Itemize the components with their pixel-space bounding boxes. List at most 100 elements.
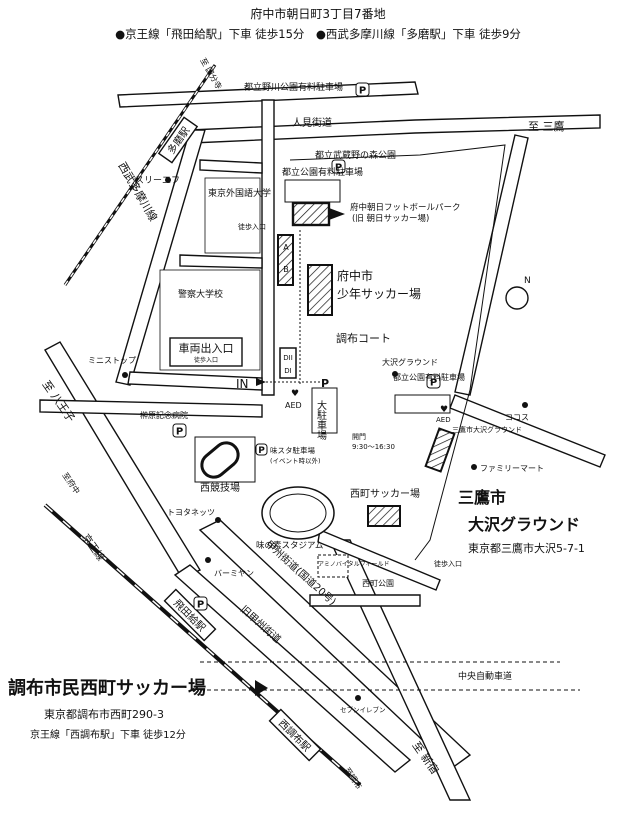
north-compass-icon: N <box>505 276 531 310</box>
seven-dot <box>355 695 361 701</box>
vehicle-gate-sublabel: 徒歩入口 <box>194 356 218 364</box>
ajinomoto-stadium <box>261 486 335 540</box>
label-keio-group: 京王線 <box>80 531 108 563</box>
label-chofu-address: 東京都調布市西町290-3 <box>44 707 164 721</box>
road-nishimachi <box>309 594 421 607</box>
access-line: ●京王線「飛田給駅」下車 徒歩15分 ●西武多摩川線「多磨駅」下車 徒歩9分 <box>115 27 521 41</box>
label-nogawa-parking: 都立野川公園有料駐車場 <box>244 81 343 93</box>
vehicle-gate-label: 車両出入口 <box>179 341 234 355</box>
cocos-dot <box>522 402 528 408</box>
label-big-parking-group: 大駐車場 <box>315 399 327 441</box>
ministop-dot <box>122 372 128 378</box>
aed-heart-icon-2: ♥ <box>440 405 448 415</box>
court-d2-label: DII <box>283 354 293 362</box>
park-parking-lot <box>284 179 341 203</box>
label-police-academy: 警察大学校 <box>178 288 223 300</box>
label-aed2: AED <box>436 416 451 424</box>
label-keio-line: 京王線 <box>80 531 108 563</box>
road-osawa-right <box>449 394 606 468</box>
osawa-parking-lot <box>394 394 451 414</box>
label-to-chofu: 至調布 <box>342 765 364 790</box>
seibu-line-track <box>63 64 217 286</box>
court-d1-label: DI <box>284 367 291 375</box>
sleef-dot <box>165 177 171 183</box>
aed-heart-icon: ♥ <box>291 389 299 399</box>
parking-icon-park: P <box>331 159 346 174</box>
nishimachi-soccer-field <box>367 505 401 527</box>
label-toho-entrance2: 徒歩入口 <box>434 559 462 568</box>
label-park-parking: 都立公園有料駐車場 <box>282 166 363 178</box>
road-sakakibara <box>39 399 263 418</box>
in-arrow <box>256 378 266 386</box>
label-shonen-1: 府中市 <box>337 268 373 283</box>
label-park-parking2: 都立公園有料駐車場 <box>393 372 465 382</box>
label-football-park-1: 府中朝日フットボールパーク <box>350 202 461 213</box>
label-seibu-line: 西武多摩川線 <box>115 160 160 224</box>
park-boundary <box>289 144 506 561</box>
bamiyan-dot <box>205 557 211 563</box>
label-ajista-parking: 味スタ駐車場 <box>270 445 315 455</box>
label-seibu-group: 西武多摩川線 <box>115 160 160 224</box>
parking-icon-ajista: P <box>255 443 268 456</box>
svg-text:P: P <box>197 600 204 611</box>
label-seven: セブンイレブン <box>340 705 386 714</box>
road-to-gate <box>127 371 263 391</box>
chofu-court <box>279 347 297 379</box>
field-a-label: A <box>283 243 289 252</box>
label-bamiyan: バーミヤン <box>214 569 254 578</box>
label-to-fuchu-group: 至府中 <box>60 470 82 495</box>
svg-text:P: P <box>359 86 366 97</box>
label-sleef: スリーエフ <box>135 176 180 186</box>
label-amino-field: アミノバイタルフィールド <box>318 560 390 568</box>
in-label: IN <box>236 377 249 391</box>
osawa-dot <box>392 371 398 377</box>
vehicle-gate-box <box>169 337 243 367</box>
label-football-park-2: (旧 朝日サッカー場) <box>352 213 429 224</box>
label-hitomi-kaido: 人見街道 <box>292 116 332 129</box>
label-mitaka-osawa-small: 三鷹市大沢グラウンド <box>452 425 522 434</box>
football-park-field <box>291 201 331 227</box>
top-road <box>117 81 419 108</box>
label-chofu-court: 調布コート <box>336 331 391 345</box>
chofu-pointer-icon <box>255 680 268 696</box>
label-osawa-ground: 大沢グラウンド <box>382 357 438 367</box>
label-aed: AED <box>285 401 302 410</box>
label-ajista-parking-sub: (イベント時以外) <box>270 456 321 465</box>
label-mitaka-big-1: 三鷹市 <box>458 488 506 507</box>
label-cocos: ココス <box>505 413 529 422</box>
koshu-kaido-road <box>198 519 472 769</box>
label-nishimachi-soccer: 西町サッカー場 <box>350 487 420 500</box>
label-shonen-2: 少年サッカー場 <box>337 287 421 301</box>
label-toho-entrance: 徒歩入口 <box>238 222 266 231</box>
label-ajinomoto: 味の素スタジアム <box>256 540 323 551</box>
toyota-dot <box>215 517 221 523</box>
label-sakakibara: 榊原記念病院 <box>140 410 188 420</box>
label-to-fuchu: 至府中 <box>60 470 82 495</box>
label-chofu-access: 京王線「西調布駅」下車 徒歩12分 <box>30 728 186 741</box>
parking-icon-sakakibara: P <box>172 423 187 438</box>
svg-text:N: N <box>524 276 531 286</box>
label-big-parking: 大駐車場 <box>315 399 327 441</box>
field-a <box>277 234 294 286</box>
svg-text:西調布駅: 西調布駅 <box>276 717 313 754</box>
label-nishimachi-park: 西町公園 <box>362 579 394 588</box>
football-park-arrow <box>329 208 345 220</box>
diagonal-road-upper <box>115 129 206 386</box>
label-seikyogijo: 西競技場 <box>200 481 240 494</box>
road-mitaka-right <box>454 134 529 396</box>
road-east-curve <box>317 529 441 591</box>
kyu-koshu-road <box>173 564 412 773</box>
address-line: 府中市朝日町3丁目7番地 <box>250 6 385 21</box>
field-b-label: B <box>283 265 289 274</box>
label-to-chofu-group: 至調布 <box>342 765 364 790</box>
label-mitaka-big-2: 大沢グラウンド <box>468 515 580 534</box>
big-parking-lot <box>311 387 338 434</box>
label-family-mart: ファミリーマート <box>480 464 544 473</box>
parking-icon-big: P <box>321 377 329 390</box>
label-gate: 開門 <box>352 433 366 441</box>
mitaka-osawa-field <box>424 427 456 473</box>
west-stadium-track <box>200 441 240 479</box>
center-vertical-road <box>261 99 275 396</box>
parking-icon-top: P <box>355 82 370 97</box>
